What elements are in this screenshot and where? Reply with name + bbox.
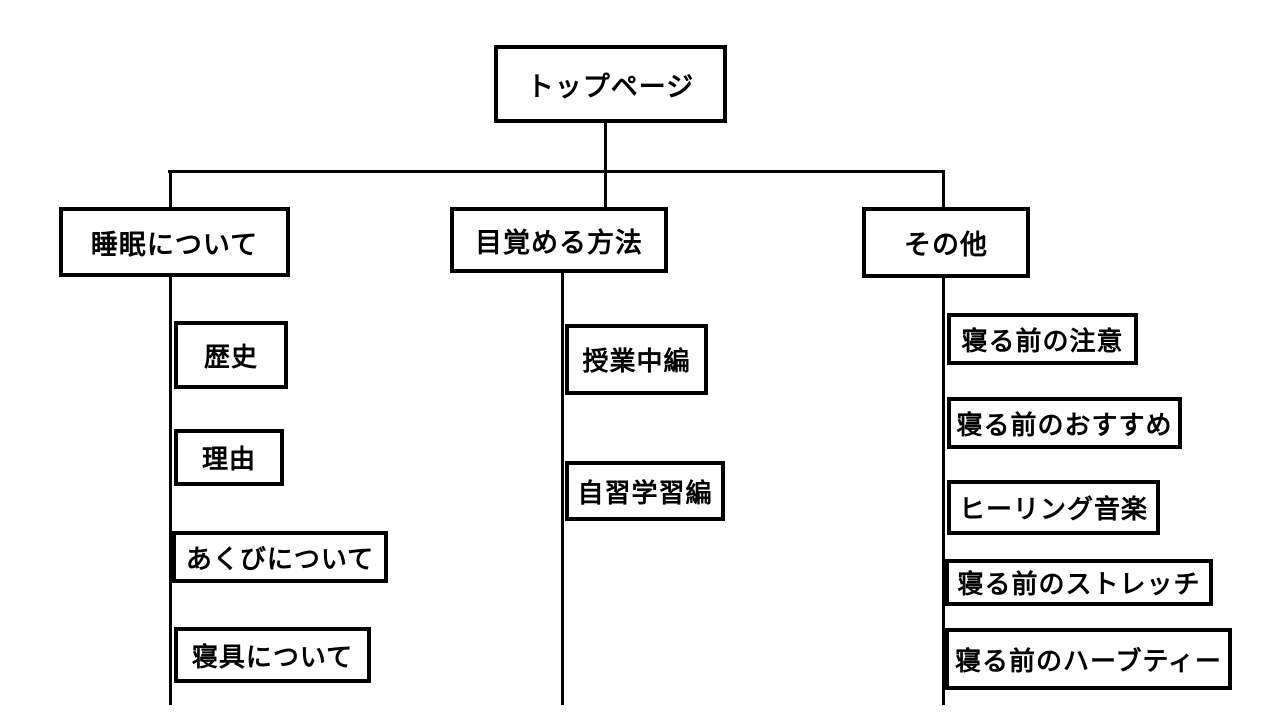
connector-left-spine	[169, 275, 172, 705]
node-history: 歴史	[174, 321, 288, 389]
node-healing-music: ヒーリング音楽	[947, 480, 1160, 535]
node-about-yawning: あくびについて	[172, 531, 388, 583]
node-before-sleep-stretch: 寝る前のストレッチ	[945, 559, 1213, 606]
connector-left-drop	[169, 170, 172, 209]
connector-right-drop	[942, 170, 945, 211]
node-about-sleep: 睡眠について	[59, 207, 290, 277]
connector-horizontal-main	[168, 170, 945, 173]
node-top-page: トップページ	[494, 45, 727, 123]
node-others: その他	[862, 207, 1030, 278]
node-before-sleep-herbal-tea: 寝る前のハーブティー	[945, 628, 1232, 690]
node-during-class-edition: 授業中編	[565, 324, 708, 395]
node-before-sleep-recommendations: 寝る前のおすすめ	[947, 397, 1182, 449]
connector-root-vertical	[604, 121, 607, 209]
connector-middle-spine	[561, 271, 564, 705]
node-about-bedding: 寝具について	[174, 627, 371, 683]
node-how-to-wake-up: 目覚める方法	[450, 207, 668, 273]
connector-right-spine	[942, 276, 945, 705]
node-before-sleep-cautions: 寝る前の注意	[947, 313, 1138, 365]
node-self-study-edition: 自習学習編	[565, 461, 725, 521]
node-reason: 理由	[174, 429, 284, 486]
